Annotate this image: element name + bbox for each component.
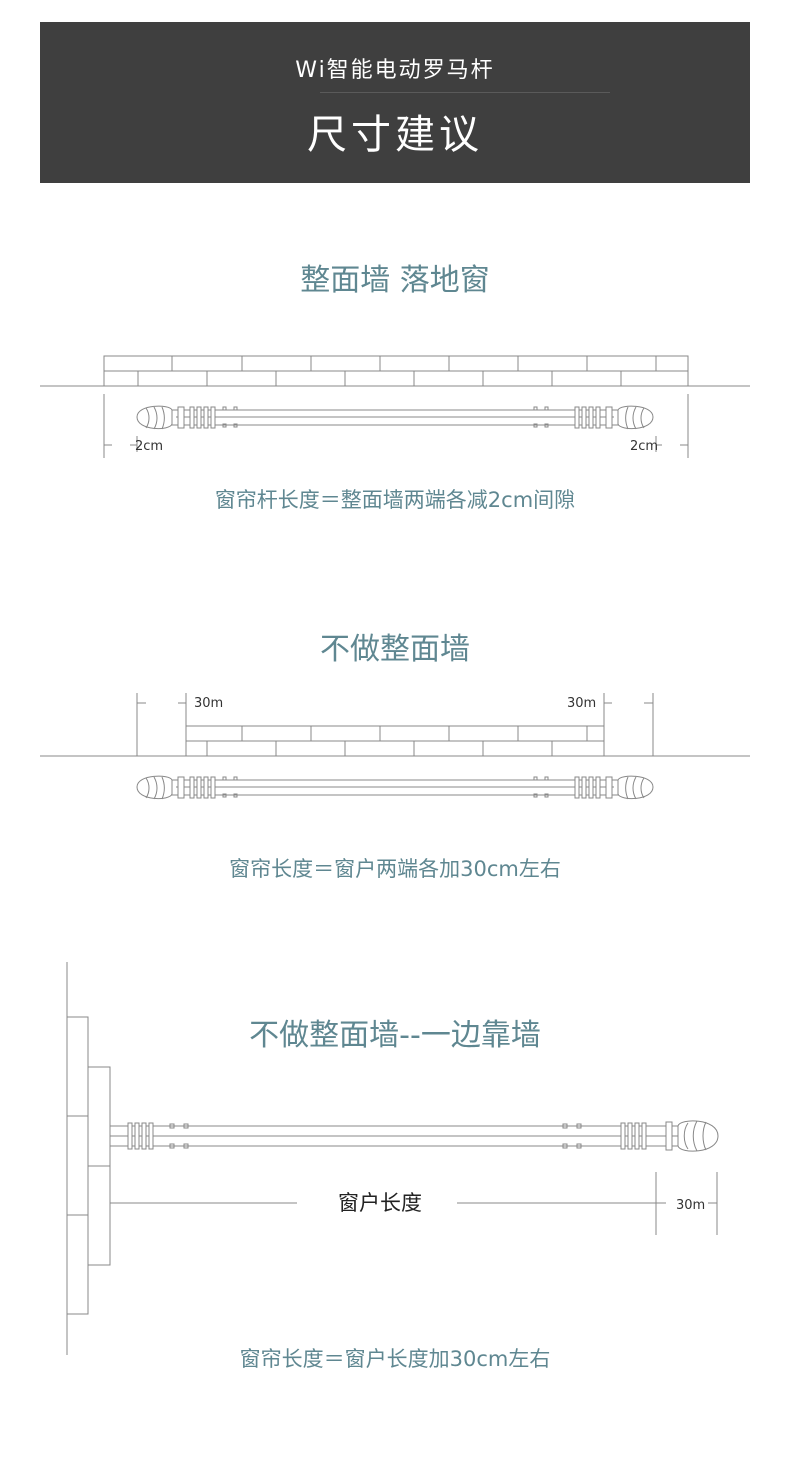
section-1-title: 整面墙 落地窗 [300, 263, 490, 298]
header-banner: Wi智能电动罗马杆 尺寸建议 [40, 22, 750, 183]
section-3-title: 不做整面墙--一边靠墙 [249, 1018, 541, 1053]
section-3-diagram: 窗户长度 30m [66, 962, 719, 1355]
dim-left-label: 30m [194, 696, 223, 711]
dim-right-label: 2cm [630, 439, 658, 454]
banner-title: 尺寸建议 [307, 112, 483, 158]
dim-right-label: 30m [567, 696, 596, 711]
banner-divider [320, 92, 610, 93]
section-1-formula: 窗帘杆长度＝整面墙两端各减2cm间隙 [214, 488, 576, 512]
section-2-diagram: 30m 30m [40, 693, 750, 800]
section-2-title: 不做整面墙 [320, 632, 470, 667]
banner-subtitle: Wi智能电动罗马杆 [295, 58, 495, 83]
section-2-formula: 窗帘长度＝窗户两端各加30cm左右 [229, 857, 561, 881]
dim-left-label: 2cm [135, 439, 163, 454]
section-3-formula: 窗帘长度＝窗户长度加30cm左右 [239, 1347, 551, 1371]
window-length-label: 窗户长度 [338, 1191, 422, 1215]
section-1-diagram: 2cm 2cm [40, 355, 750, 458]
dim-right-label: 30m [676, 1198, 705, 1213]
